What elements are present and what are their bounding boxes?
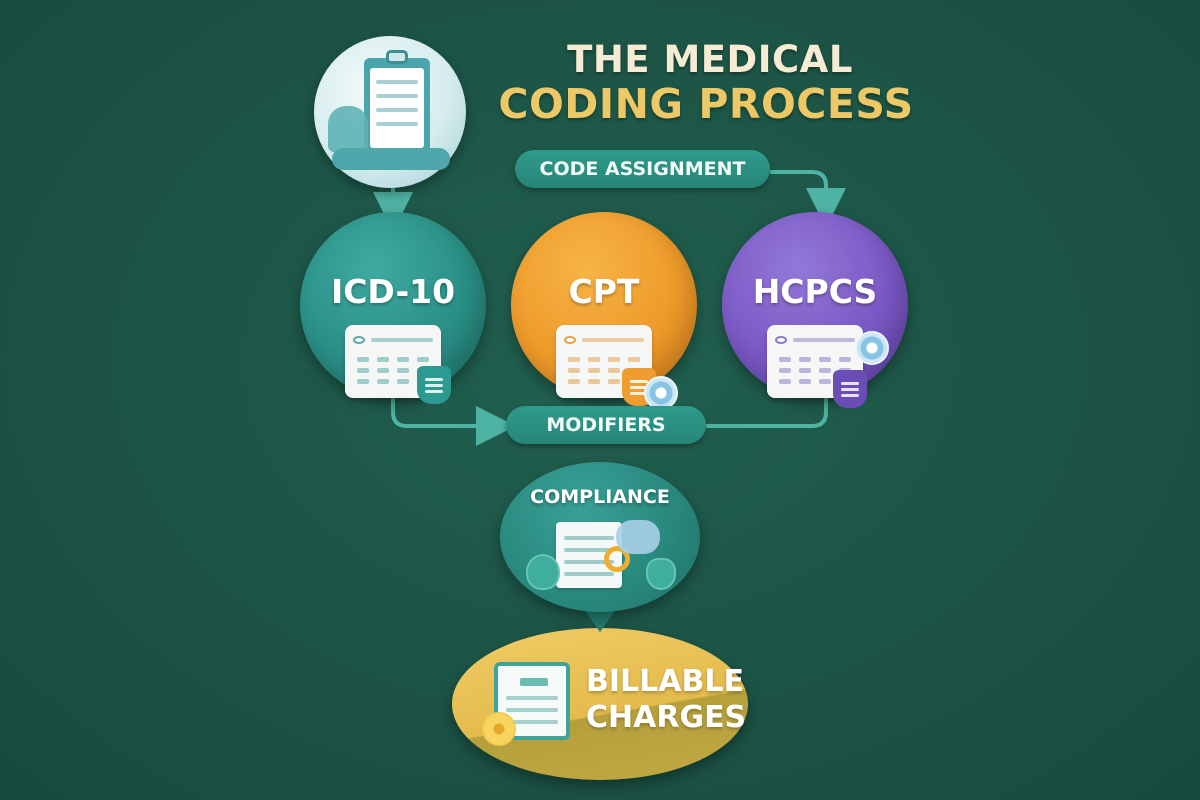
hcpcs-label: HCPCS [752, 272, 878, 311]
code-set-hcpcs: HCPCS [722, 212, 908, 408]
gear-icon [644, 376, 678, 410]
billable-label-line-1: BILLABLE [586, 664, 744, 699]
code-book-icon [767, 325, 889, 408]
clipboard-medical-record-icon [364, 50, 430, 154]
title-line-1: THE MEDICAL [567, 38, 853, 81]
magnifier-icon [604, 546, 630, 572]
compliance-label: COMPLIANCE [530, 486, 670, 508]
billable-label-line-2: CHARGES [586, 700, 747, 735]
icd10-label: ICD-10 [330, 272, 456, 311]
cpt-label: CPT [568, 272, 640, 311]
code-assignment-label: CODE ASSIGNMENT [539, 158, 746, 180]
coin-icon [482, 712, 516, 746]
gear-icon [855, 331, 889, 365]
cloud-base-decor [332, 148, 450, 170]
code-tag-icon [417, 366, 451, 404]
cloud-lock-icon [616, 520, 660, 554]
billable-charges-node: BILLABLE CHARGES [452, 628, 748, 780]
code-tag-icon [833, 370, 867, 408]
code-assignment-step: CODE ASSIGNMENT [515, 150, 770, 188]
stethoscope-shield-icon [526, 554, 560, 590]
modifiers-step: MODIFIERS [506, 406, 706, 444]
code-book-icon [345, 325, 451, 404]
code-book-icon [556, 325, 678, 410]
title-line-2: CODING PROCESS [498, 80, 914, 128]
start-node-medical-record [314, 36, 466, 188]
code-set-icd10: ICD-10 [300, 212, 486, 404]
compliance-node: COMPLIANCE [500, 462, 700, 612]
stethoscope-icon [328, 106, 368, 152]
modifiers-label: MODIFIERS [546, 414, 666, 436]
shield-icon [646, 558, 676, 590]
code-set-cpt: CPT [511, 212, 697, 410]
invoice-coin-icon [482, 662, 570, 746]
